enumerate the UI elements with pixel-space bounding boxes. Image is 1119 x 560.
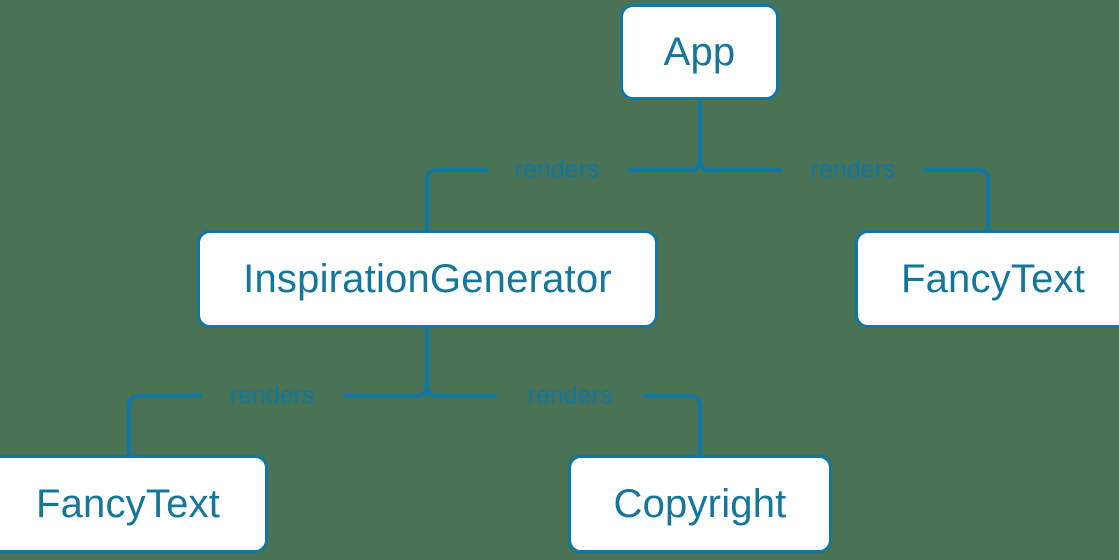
node-app[interactable]: App [620,4,779,100]
edge-app-to-fancy-text-right [698,158,782,172]
node-app-label: App [663,30,736,74]
node-fancy-text-bottom[interactable]: FancyText [0,455,268,553]
edge-app-to-fancy-text-right-tail [923,168,990,232]
edge-app-to-inspiration-generator [628,158,702,172]
edge-inspiration-generator-to-copyright [425,384,497,398]
edge-label-inspiration-generator-to-copyright: renders [527,381,613,410]
edge-inspiration-generator-to-fancy-text-tail [127,394,202,457]
edge-label-app-to-inspiration-generator: renders [514,155,600,184]
edge-label-app-to-fancy-text-right: renders [810,155,896,184]
node-inspiration-generator-label: InspirationGenerator [243,257,612,301]
node-inspiration-generator[interactable]: InspirationGenerator [197,230,658,328]
node-copyright[interactable]: Copyright [568,455,832,553]
edge-inspiration-generator-to-fancy-text [343,384,429,398]
edge-app-to-inspiration-generator-tail [425,168,489,232]
edge-label-inspiration-generator-to-fancy-text: renders [229,381,315,410]
edge-inspiration-generator-to-copyright-tail [643,394,702,457]
node-fancy-text-bottom-label: FancyText [35,482,221,526]
node-copyright-label: Copyright [613,482,787,526]
node-fancy-text-right[interactable]: FancyText [855,230,1119,328]
node-fancy-text-right-label: FancyText [900,257,1086,301]
